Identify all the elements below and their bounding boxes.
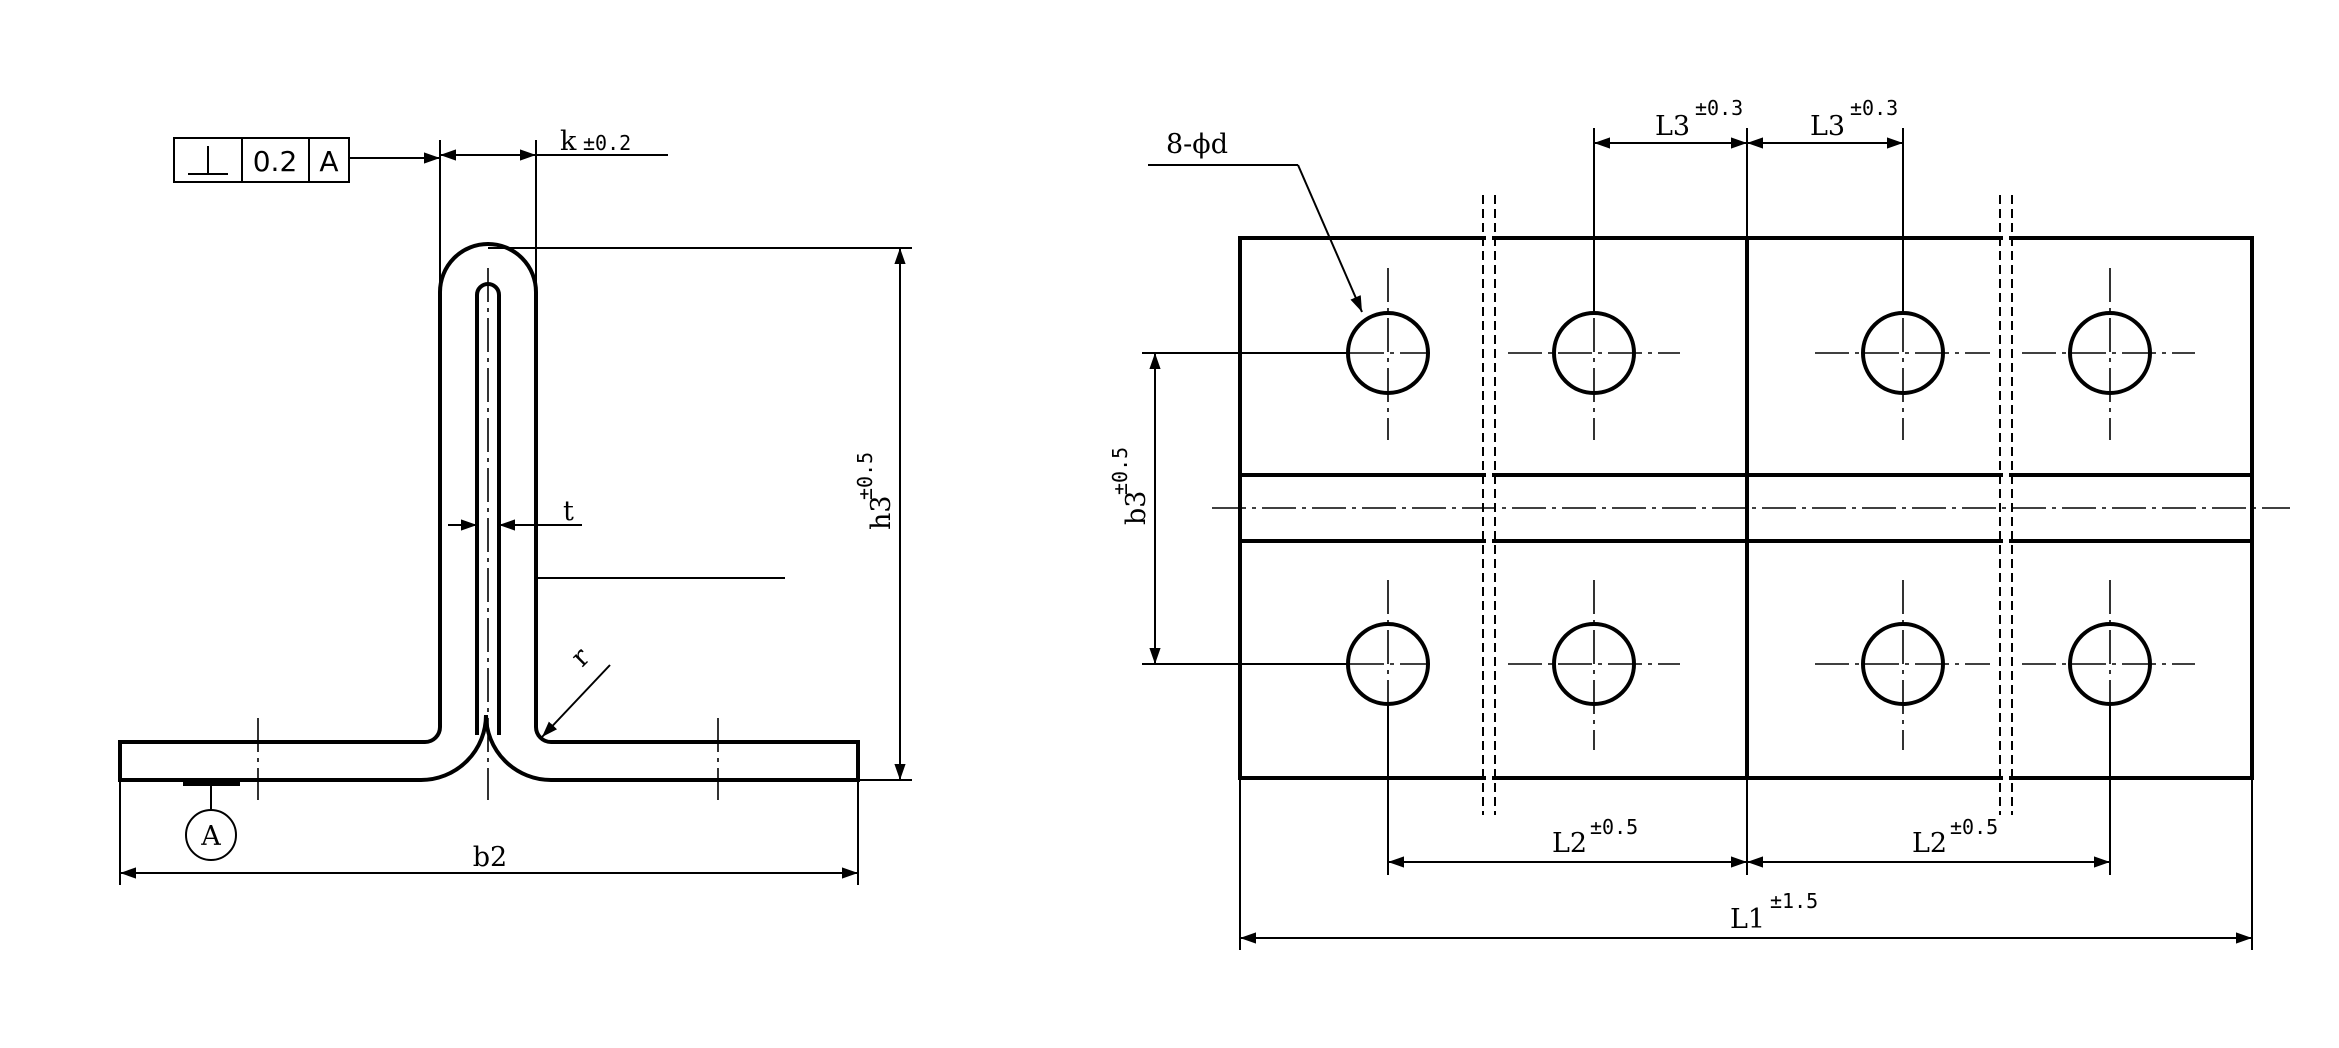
l2-label-left: L2 [1552,828,1587,859]
datum-a-label: A [200,821,221,852]
plan-view: 8-ϕd L3 ±0.3 L3 ±0.3 b3 ±0.5 L2 ±0.5 L2 … [1108,96,2290,950]
bracket-outline [118,242,860,782]
side-view: k ±0.2 0.2 A t r h3 ±0.5 [118,126,912,885]
h3-dimension-label: h3 [866,495,897,530]
l2-tolerance-left: ±0.5 [1590,815,1638,839]
b3-dimension-label: b3 [1121,491,1152,525]
tolerance-frame: 0.2 A [173,137,350,183]
l1-dimension-tolerance: ±1.5 [1770,889,1818,913]
r-leader-arrow [541,664,611,738]
l1-dimension-label: L1 [1730,904,1765,935]
l2-tolerance-right: ±0.5 [1950,815,1998,839]
hole-bottom-3 [1861,622,1945,706]
holes-label: 8-ϕd [1166,129,1228,160]
datum-a-symbol: A [183,782,240,861]
k-dimension-tolerance: ±0.2 [583,131,631,155]
hole-bottom-2 [1552,622,1636,706]
perpendicularity-icon [188,146,228,175]
r-dimension-label: r [565,642,596,673]
t-dimension-label: t [563,496,574,527]
k-dimension-label: k [560,126,577,157]
b2-dimension-label: b2 [473,842,507,873]
holes-leader-arrow [1297,164,1363,313]
h3-dimension-tolerance: ±0.5 [853,452,877,500]
b3-dimension-tolerance: ±0.5 [1108,447,1132,495]
hole-top-4 [2068,311,2152,395]
l3-label-left: L3 [1655,111,1690,142]
tolerance-datum: A [319,145,338,178]
l3-label-right: L3 [1810,111,1845,142]
l3-tolerance-left: ±0.3 [1695,96,1743,120]
tolerance-value: 0.2 [253,145,298,178]
l2-label-right: L2 [1912,828,1947,859]
l3-tolerance-right: ±0.3 [1850,96,1898,120]
